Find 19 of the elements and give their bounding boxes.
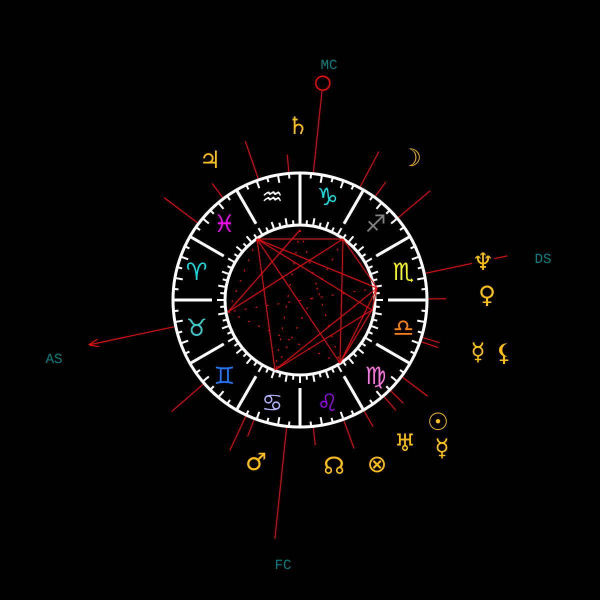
zodiac-sign: ♒ [262,184,284,209]
planet-symbol: ♀ [478,283,496,307]
zodiac-sign: ♐ [364,212,386,236]
axis-label: DS [534,253,552,267]
zodiac-sign: ♏ [392,260,414,284]
zodiac-sign: ♎ [392,316,414,340]
axis-label: FC [274,559,292,573]
planet-symbol: ☿ [470,340,486,364]
zodiac-sign: ♍ [364,364,386,388]
zodiac-sign: ♑ [316,184,338,209]
zodiac-sign: ♓ [214,212,236,236]
zodiac-sign: ♉ [186,316,208,340]
axis-label: AS [46,353,62,367]
zodiac-sign: ♈ [186,260,208,284]
zodiac-sign: ♊ [214,364,236,388]
zodiac-sign: ♋ [262,391,284,416]
axis-label: MC [320,59,338,73]
planet-symbol: ☿ [434,436,450,460]
zodiac-sign: ♌ [316,391,338,416]
